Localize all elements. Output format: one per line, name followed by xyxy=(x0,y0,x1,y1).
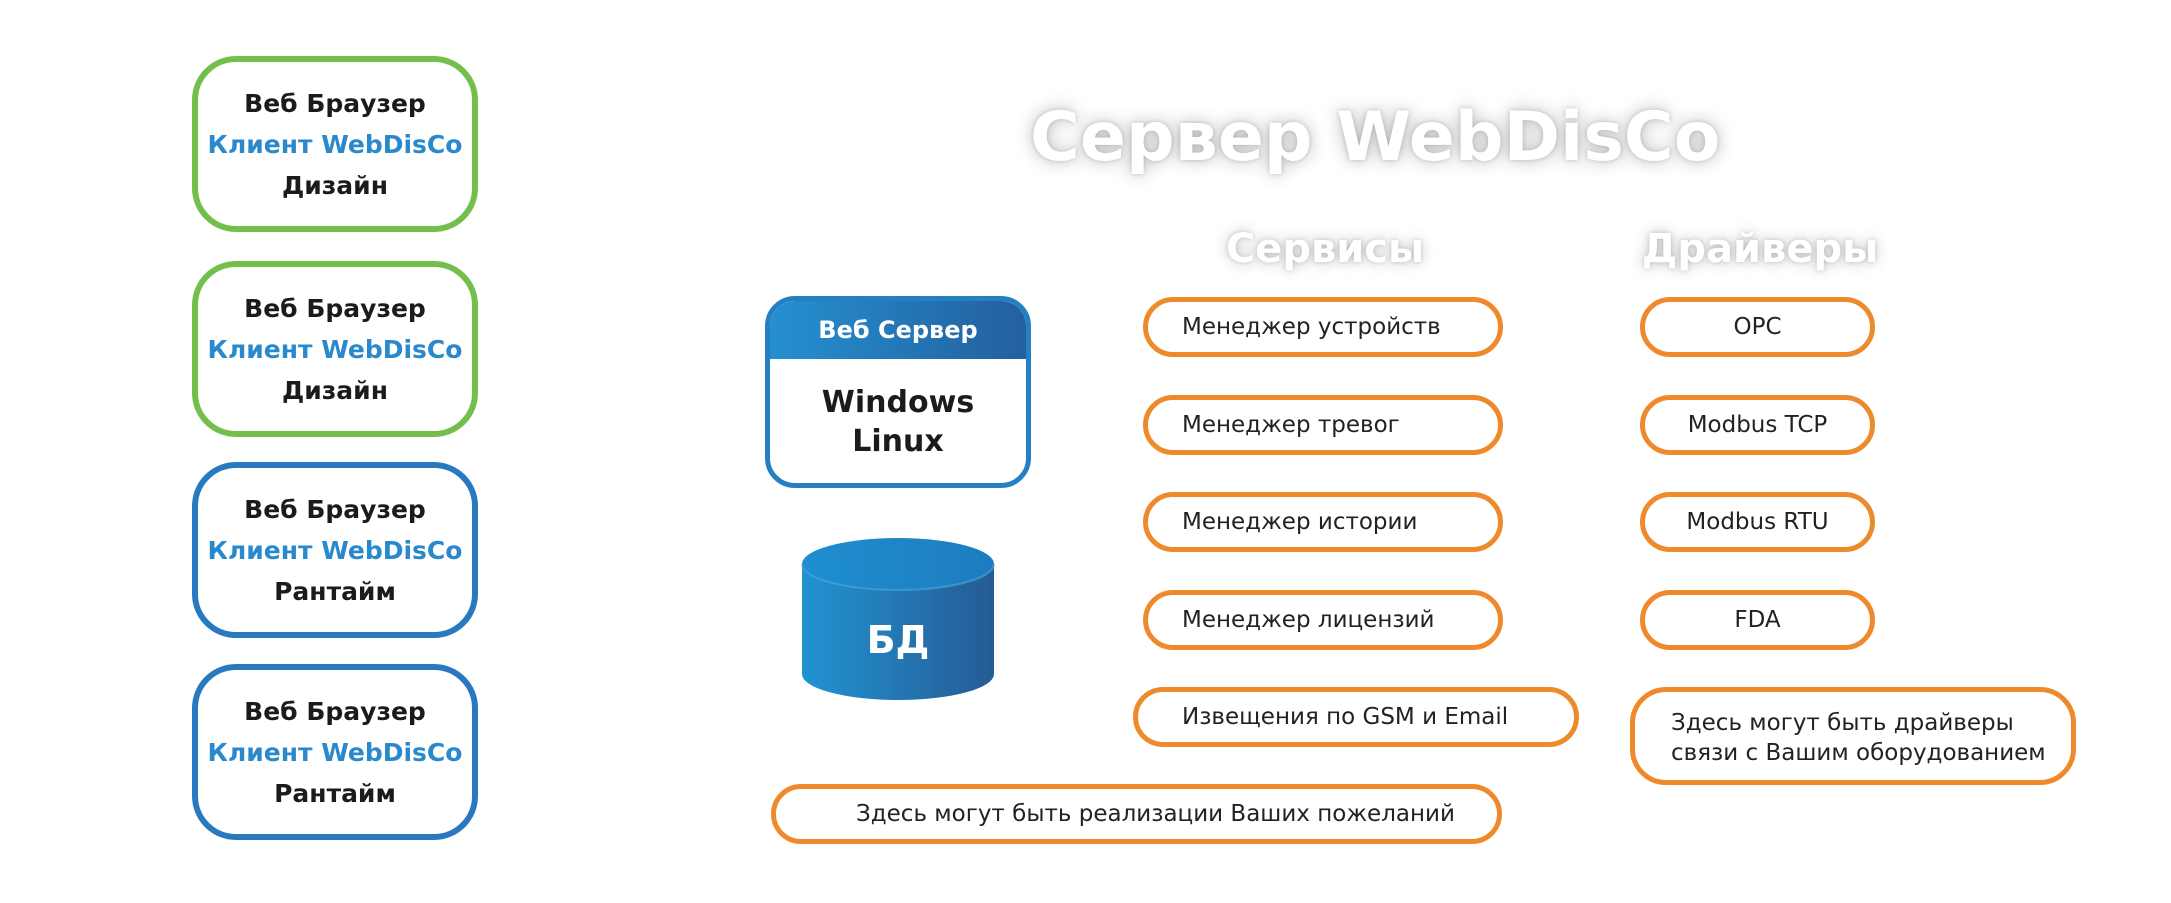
client-app-label: Клиент WebDisCo xyxy=(207,737,463,767)
drivers-note-line2: связи с Вашим оборудованием xyxy=(1671,740,2046,766)
client-browser-label: Веб Браузер xyxy=(244,696,426,726)
web-server-box: Веб Сервер Windows Linux xyxy=(765,296,1031,488)
client-browser-label: Веб Браузер xyxy=(244,293,426,323)
drivers-title: Драйверы xyxy=(1641,226,1879,272)
os-windows-label: Windows xyxy=(821,385,975,420)
drivers-note-line1: Здесь могут быть драйверы xyxy=(1671,710,2014,736)
database-label: БД xyxy=(866,618,930,662)
client-app-label: Клиент WebDisCo xyxy=(207,535,463,565)
client-app-label: Клиент WebDisCo xyxy=(207,334,463,364)
client-mode-label: Рантайм xyxy=(274,778,396,808)
client-box-design-1: Веб Браузер Клиент WebDisCo Дизайн xyxy=(192,56,478,232)
client-box-design-2: Веб Браузер Клиент WebDisCo Дизайн xyxy=(192,261,478,437)
client-browser-label: Веб Браузер xyxy=(244,88,426,118)
web-server-os: Windows Linux xyxy=(770,359,1026,461)
driver-fda: FDA xyxy=(1640,590,1875,650)
client-app-label: Клиент WebDisCo xyxy=(207,129,463,159)
client-box-runtime-1: Веб Браузер Клиент WebDisCo Рантайм xyxy=(192,462,478,638)
os-linux-label: Linux xyxy=(852,424,944,459)
services-title: Сервисы xyxy=(1225,226,1425,272)
web-server-header: Веб Сервер xyxy=(770,301,1026,359)
driver-modbus-tcp: Modbus TCP xyxy=(1640,395,1875,455)
service-device-manager: Менеджер устройств xyxy=(1143,297,1503,357)
client-browser-label: Веб Браузер xyxy=(244,494,426,524)
client-mode-label: Дизайн xyxy=(282,375,388,405)
service-history-manager: Менеджер истории xyxy=(1143,492,1503,552)
drivers-custom-note: Здесь могут быть драйверы связи с Вашим … xyxy=(1630,687,2076,785)
database-icon xyxy=(801,538,995,700)
service-license-manager: Менеджер лицензий xyxy=(1143,590,1503,650)
driver-opc: OPC xyxy=(1640,297,1875,357)
custom-implementations: Здесь могут быть реализации Ваших пожела… xyxy=(771,784,1502,844)
client-mode-label: Дизайн xyxy=(282,170,388,200)
service-gsm-email-notifications: Извещения по GSM и Email xyxy=(1133,687,1579,747)
diagram-title: Сервер WebDisCo xyxy=(1030,98,1721,177)
client-mode-label: Рантайм xyxy=(274,576,396,606)
client-box-runtime-2: Веб Браузер Клиент WebDisCo Рантайм xyxy=(192,664,478,840)
service-alarm-manager: Менеджер тревог xyxy=(1143,395,1503,455)
driver-modbus-rtu: Modbus RTU xyxy=(1640,492,1875,552)
